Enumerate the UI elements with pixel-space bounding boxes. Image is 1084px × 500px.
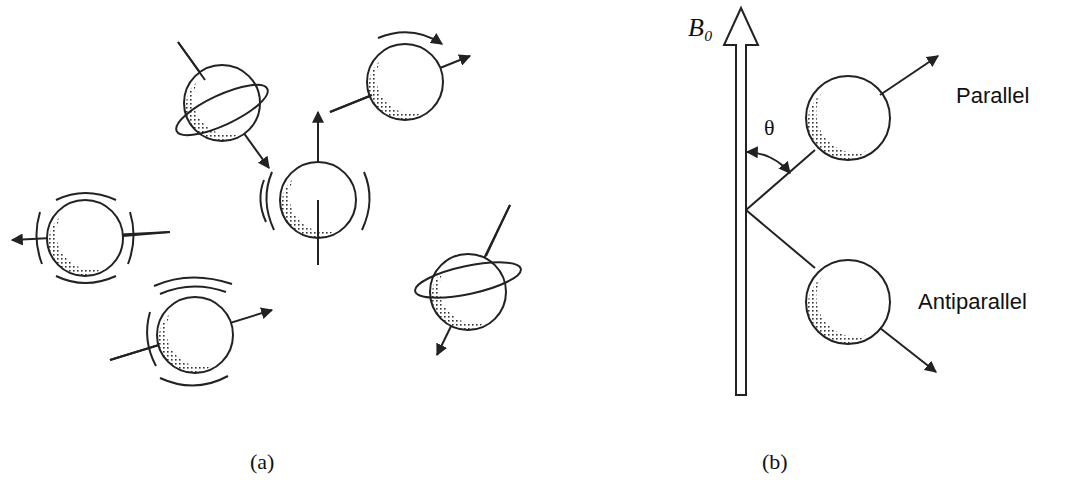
nucleus-sphere (806, 260, 890, 344)
random-spins (12, 32, 524, 385)
rotation-arc (56, 193, 116, 200)
nucleus-sphere (184, 65, 260, 141)
nucleus-sphere (47, 200, 123, 276)
rotation-arc (147, 312, 156, 366)
spin-axis (330, 95, 372, 112)
nucleus-sphere (367, 44, 443, 120)
precession-ring (412, 255, 523, 305)
spin-axis (123, 232, 170, 236)
spin-arrow (880, 56, 938, 95)
rotation-arc (362, 172, 370, 230)
spin-arrow (880, 328, 936, 372)
rotation-arc (160, 376, 228, 386)
spin-axis (178, 42, 205, 80)
nucleus-sphere (157, 297, 233, 373)
state-label: Parallel (956, 84, 1029, 108)
rotation-arrow (378, 32, 442, 44)
spin-axis (317, 112, 319, 162)
rotation-arc (56, 276, 116, 283)
angle-symbol: θ (764, 116, 775, 140)
field-arrow (724, 8, 758, 395)
rotation-arc (260, 180, 266, 222)
rotation-arc (266, 172, 274, 230)
aligned-spins (724, 8, 938, 395)
precession-ring (170, 75, 273, 144)
state-label: Antiparallel (918, 290, 1027, 314)
spin-axis (486, 205, 510, 256)
spin-axis (178, 42, 269, 168)
rotation-arc (160, 286, 226, 294)
rotation-arc (154, 277, 232, 286)
spin-axis (317, 200, 319, 265)
panel-label: (b) (762, 450, 788, 474)
spin-axis (746, 210, 815, 268)
panel-label: (a) (250, 450, 274, 474)
rotation-arc (36, 212, 42, 264)
spin-axis (746, 150, 815, 210)
angle-arc (747, 152, 790, 173)
rotation-arc (128, 212, 134, 264)
nucleus-sphere (806, 76, 890, 160)
field-symbol: B₀ (688, 14, 713, 43)
